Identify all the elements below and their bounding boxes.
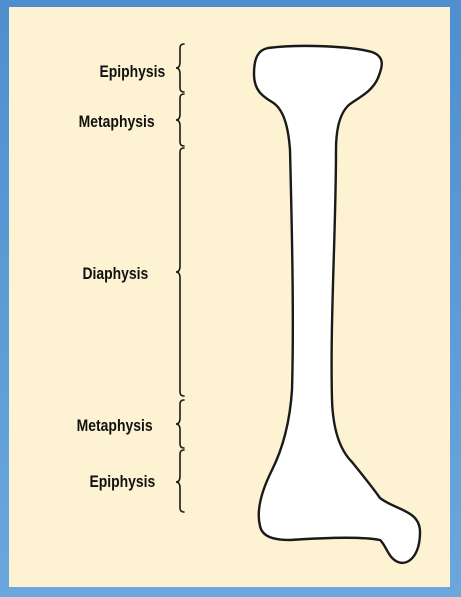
label-epiphysis-bottom: Epiphysis bbox=[89, 472, 155, 492]
brace-diaphysis bbox=[176, 148, 184, 396]
brace-epiphysis-bottom bbox=[176, 450, 184, 512]
label-metaphysis-top: Metaphysis bbox=[79, 112, 155, 132]
long-bone-outline bbox=[254, 46, 420, 563]
label-diaphysis: Diaphysis bbox=[82, 264, 148, 284]
brace-epiphysis-top bbox=[176, 44, 184, 92]
brace-metaphysis-top bbox=[176, 94, 184, 146]
label-metaphysis-bottom: Metaphysis bbox=[77, 416, 153, 436]
brace-metaphysis-bottom bbox=[176, 400, 184, 448]
label-epiphysis-top: Epiphysis bbox=[99, 62, 165, 82]
